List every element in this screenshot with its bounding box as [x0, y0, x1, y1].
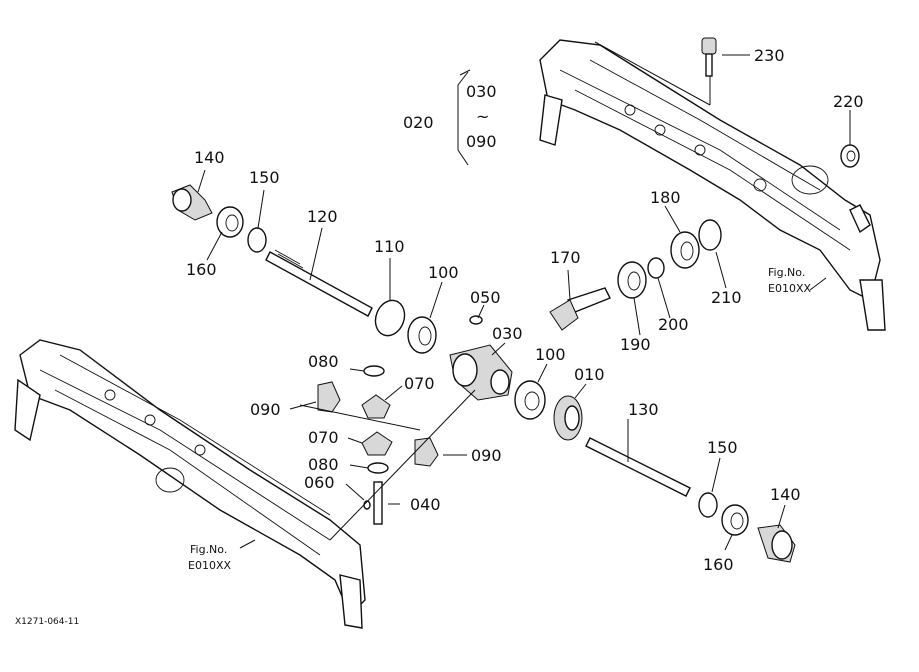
- part-140-right-gear: [757, 524, 796, 563]
- label-060: 060: [304, 473, 335, 492]
- part-140-left-flange: [171, 184, 213, 221]
- part-040-shaft: [373, 481, 383, 525]
- label-100-lower: 100: [535, 345, 566, 364]
- label-120: 120: [307, 207, 338, 226]
- part-090-upper-gear: [317, 381, 341, 413]
- label-210: 210: [711, 288, 742, 307]
- label-150-right: 150: [707, 438, 738, 457]
- label-140-left: 140: [194, 148, 225, 167]
- label-050: 050: [470, 288, 501, 307]
- label-030-range: 030: [466, 82, 497, 101]
- part-090-lower-gear: [414, 437, 439, 467]
- fig-ref-left-line1: Fig.No.: [190, 543, 227, 556]
- part-080-lower-washer: [367, 462, 389, 474]
- fig-ref-right-line2: E010XX: [768, 282, 811, 295]
- label-020: 020: [403, 113, 434, 132]
- part-100-lower-bearing: [514, 380, 546, 420]
- part-160-right-bearing: [721, 504, 749, 536]
- label-130: 130: [628, 400, 659, 419]
- label-140-right: 140: [770, 485, 801, 504]
- label-030: 030: [492, 324, 523, 343]
- label-110: 110: [374, 237, 405, 256]
- label-080-upper: 080: [308, 352, 339, 371]
- part-070-upper-gear: [361, 394, 391, 419]
- part-200-collar: [647, 257, 665, 279]
- leader-lines: [197, 54, 851, 551]
- label-220: 220: [833, 92, 864, 111]
- part-050-washer: [469, 315, 483, 325]
- label-070-upper: 070: [404, 374, 435, 393]
- part-070-lower-gear: [361, 431, 393, 456]
- drawing-reference: X1271-064-11: [15, 617, 79, 627]
- label-230: 230: [754, 46, 785, 65]
- label-150-left: 150: [249, 168, 280, 187]
- part-080-upper-washer: [363, 365, 385, 377]
- part-210-ring: [698, 219, 722, 251]
- label-080-lower: 080: [308, 455, 339, 474]
- part-220-seal: [840, 144, 860, 168]
- label-160-left: 160: [186, 260, 217, 279]
- label-070-lower: 070: [308, 428, 339, 447]
- label-040: 040: [410, 495, 441, 514]
- part-230-plug: [701, 37, 717, 77]
- part-100-upper-bearing: [407, 316, 437, 354]
- fig-ref-left: Fig.No. E010XX: [188, 543, 231, 572]
- part-180-bearing: [670, 231, 700, 269]
- label-100-upper: 100: [428, 263, 459, 282]
- part-130-shaft: [585, 437, 691, 497]
- fig-ref-right-line1: Fig.No.: [768, 266, 805, 279]
- part-190-bearing: [617, 261, 647, 299]
- part-170-pinion: [549, 287, 611, 331]
- label-190: 190: [620, 335, 651, 354]
- left-axle-housing: [14, 339, 366, 629]
- right-axle-housing: [539, 39, 886, 331]
- part-010-ring-gear: [553, 395, 583, 441]
- label-090-right: 090: [471, 446, 502, 465]
- fig-ref-left-line2: E010XX: [188, 559, 231, 572]
- label-tilde: ~: [476, 107, 489, 126]
- label-090-range: 090: [466, 132, 497, 151]
- label-180: 180: [650, 188, 681, 207]
- label-170: 170: [550, 248, 581, 267]
- part-030-diff-case: [449, 344, 513, 401]
- label-010: 010: [574, 365, 605, 384]
- part-110-oring: [374, 299, 406, 337]
- label-090-left: 090: [250, 400, 281, 419]
- part-160-left-bearing: [216, 206, 244, 238]
- fig-ref-right: Fig.No. E010XX: [768, 266, 811, 295]
- label-160-right: 160: [703, 555, 734, 574]
- part-150-left-ring: [247, 227, 267, 253]
- part-150-right-ring: [698, 492, 718, 518]
- part-120-shaft: [265, 249, 373, 317]
- label-200: 200: [658, 315, 689, 334]
- part-labels: 140 150 160 120 110 100 050 030 020 030 …: [186, 46, 864, 574]
